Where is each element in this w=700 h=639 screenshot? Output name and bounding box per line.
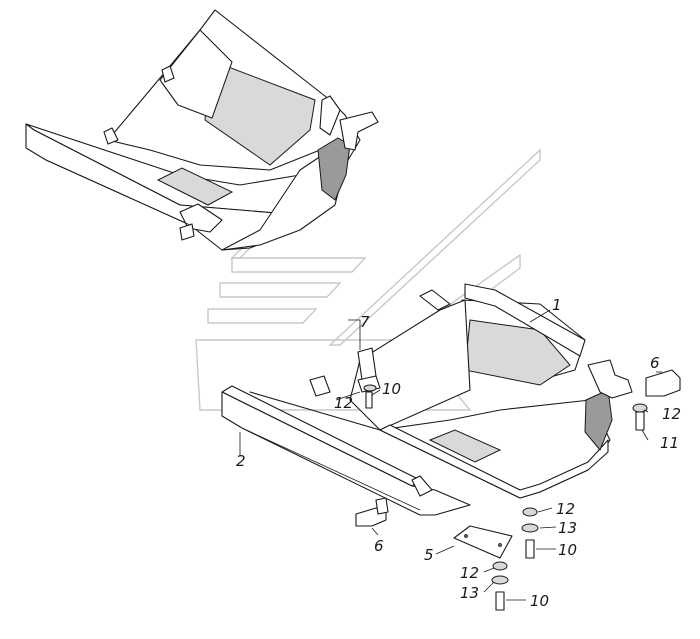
assembly-edge-line <box>45 159 191 226</box>
callout-7: 7 <box>360 313 370 331</box>
callout-10-lower-right: 10 <box>558 541 577 559</box>
bolt-upper <box>365 391 373 409</box>
bracket-left-clip <box>309 375 331 397</box>
callout-11: 11 <box>660 434 679 452</box>
callout-2: 2 <box>236 452 246 470</box>
bolt-10-bottom <box>495 591 505 611</box>
fastener-group-bottom <box>491 561 509 611</box>
tray-right-tab <box>587 359 633 399</box>
lower-bracket-part-6 <box>355 497 389 527</box>
leader-lines <box>239 309 662 601</box>
assembly-hatch-plate <box>156 167 234 206</box>
callout-12-right: 12 <box>662 405 681 423</box>
side-panel-edge <box>241 427 421 511</box>
callout-12-bottom: 12 <box>460 564 479 582</box>
main-tray-part-1 <box>249 283 633 499</box>
side-panel-end-plate <box>411 475 433 497</box>
callout-12-upper: 12 <box>334 394 353 412</box>
cover-plate-hole-2 <box>498 543 502 547</box>
callout-1: 1 <box>552 296 562 314</box>
callout-10-upper: 10 <box>382 380 401 398</box>
fastener-group-right-lower <box>521 507 539 559</box>
cover-plate-hole-1 <box>464 534 468 538</box>
cover-plate-body <box>453 525 513 559</box>
tray-front-skirt <box>379 424 609 499</box>
nut-12-right <box>522 507 538 517</box>
callout-13-lower-right: 13 <box>558 519 577 537</box>
washer-13-right <box>521 523 539 533</box>
callout-12-lower-right: 12 <box>556 500 575 518</box>
callout-labels: 1 7 10 12 2 6 12 11 12 13 10 6 5 12 13 1… <box>236 296 681 610</box>
callout-6-right: 6 <box>650 354 660 372</box>
assembly-clip-left <box>103 127 119 145</box>
nut-12-bottom <box>492 561 508 571</box>
assembled-view <box>25 9 379 251</box>
assembly-clip-top <box>161 65 175 83</box>
tray-hatch <box>428 429 502 463</box>
tray-left-wall <box>349 299 471 431</box>
bracket-6-right-body <box>645 369 681 397</box>
washer-13-bottom <box>491 575 509 585</box>
side-panel-part-2 <box>221 385 471 516</box>
callout-13-bottom: 13 <box>460 584 479 602</box>
bracket-6-lower-tab <box>375 497 389 515</box>
cover-plate-part-5 <box>453 525 513 559</box>
tray-mount-bracket-top <box>419 289 451 311</box>
callout-5: 5 <box>424 546 434 564</box>
fastener-group-upper <box>363 384 377 409</box>
callout-6-lower: 6 <box>374 537 384 555</box>
bolt-10-right <box>525 539 535 559</box>
right-bracket-part-6 <box>632 369 681 431</box>
washer-upper <box>363 384 377 392</box>
assembly-clip-bottom <box>179 223 195 241</box>
bolt-right <box>635 411 645 431</box>
tray-flange <box>464 283 586 357</box>
assembly-mount-tab <box>339 111 379 151</box>
assembly-top-flange <box>319 95 341 136</box>
callout-10-bottom: 10 <box>530 592 549 610</box>
assembly-bracket-right <box>317 137 351 201</box>
